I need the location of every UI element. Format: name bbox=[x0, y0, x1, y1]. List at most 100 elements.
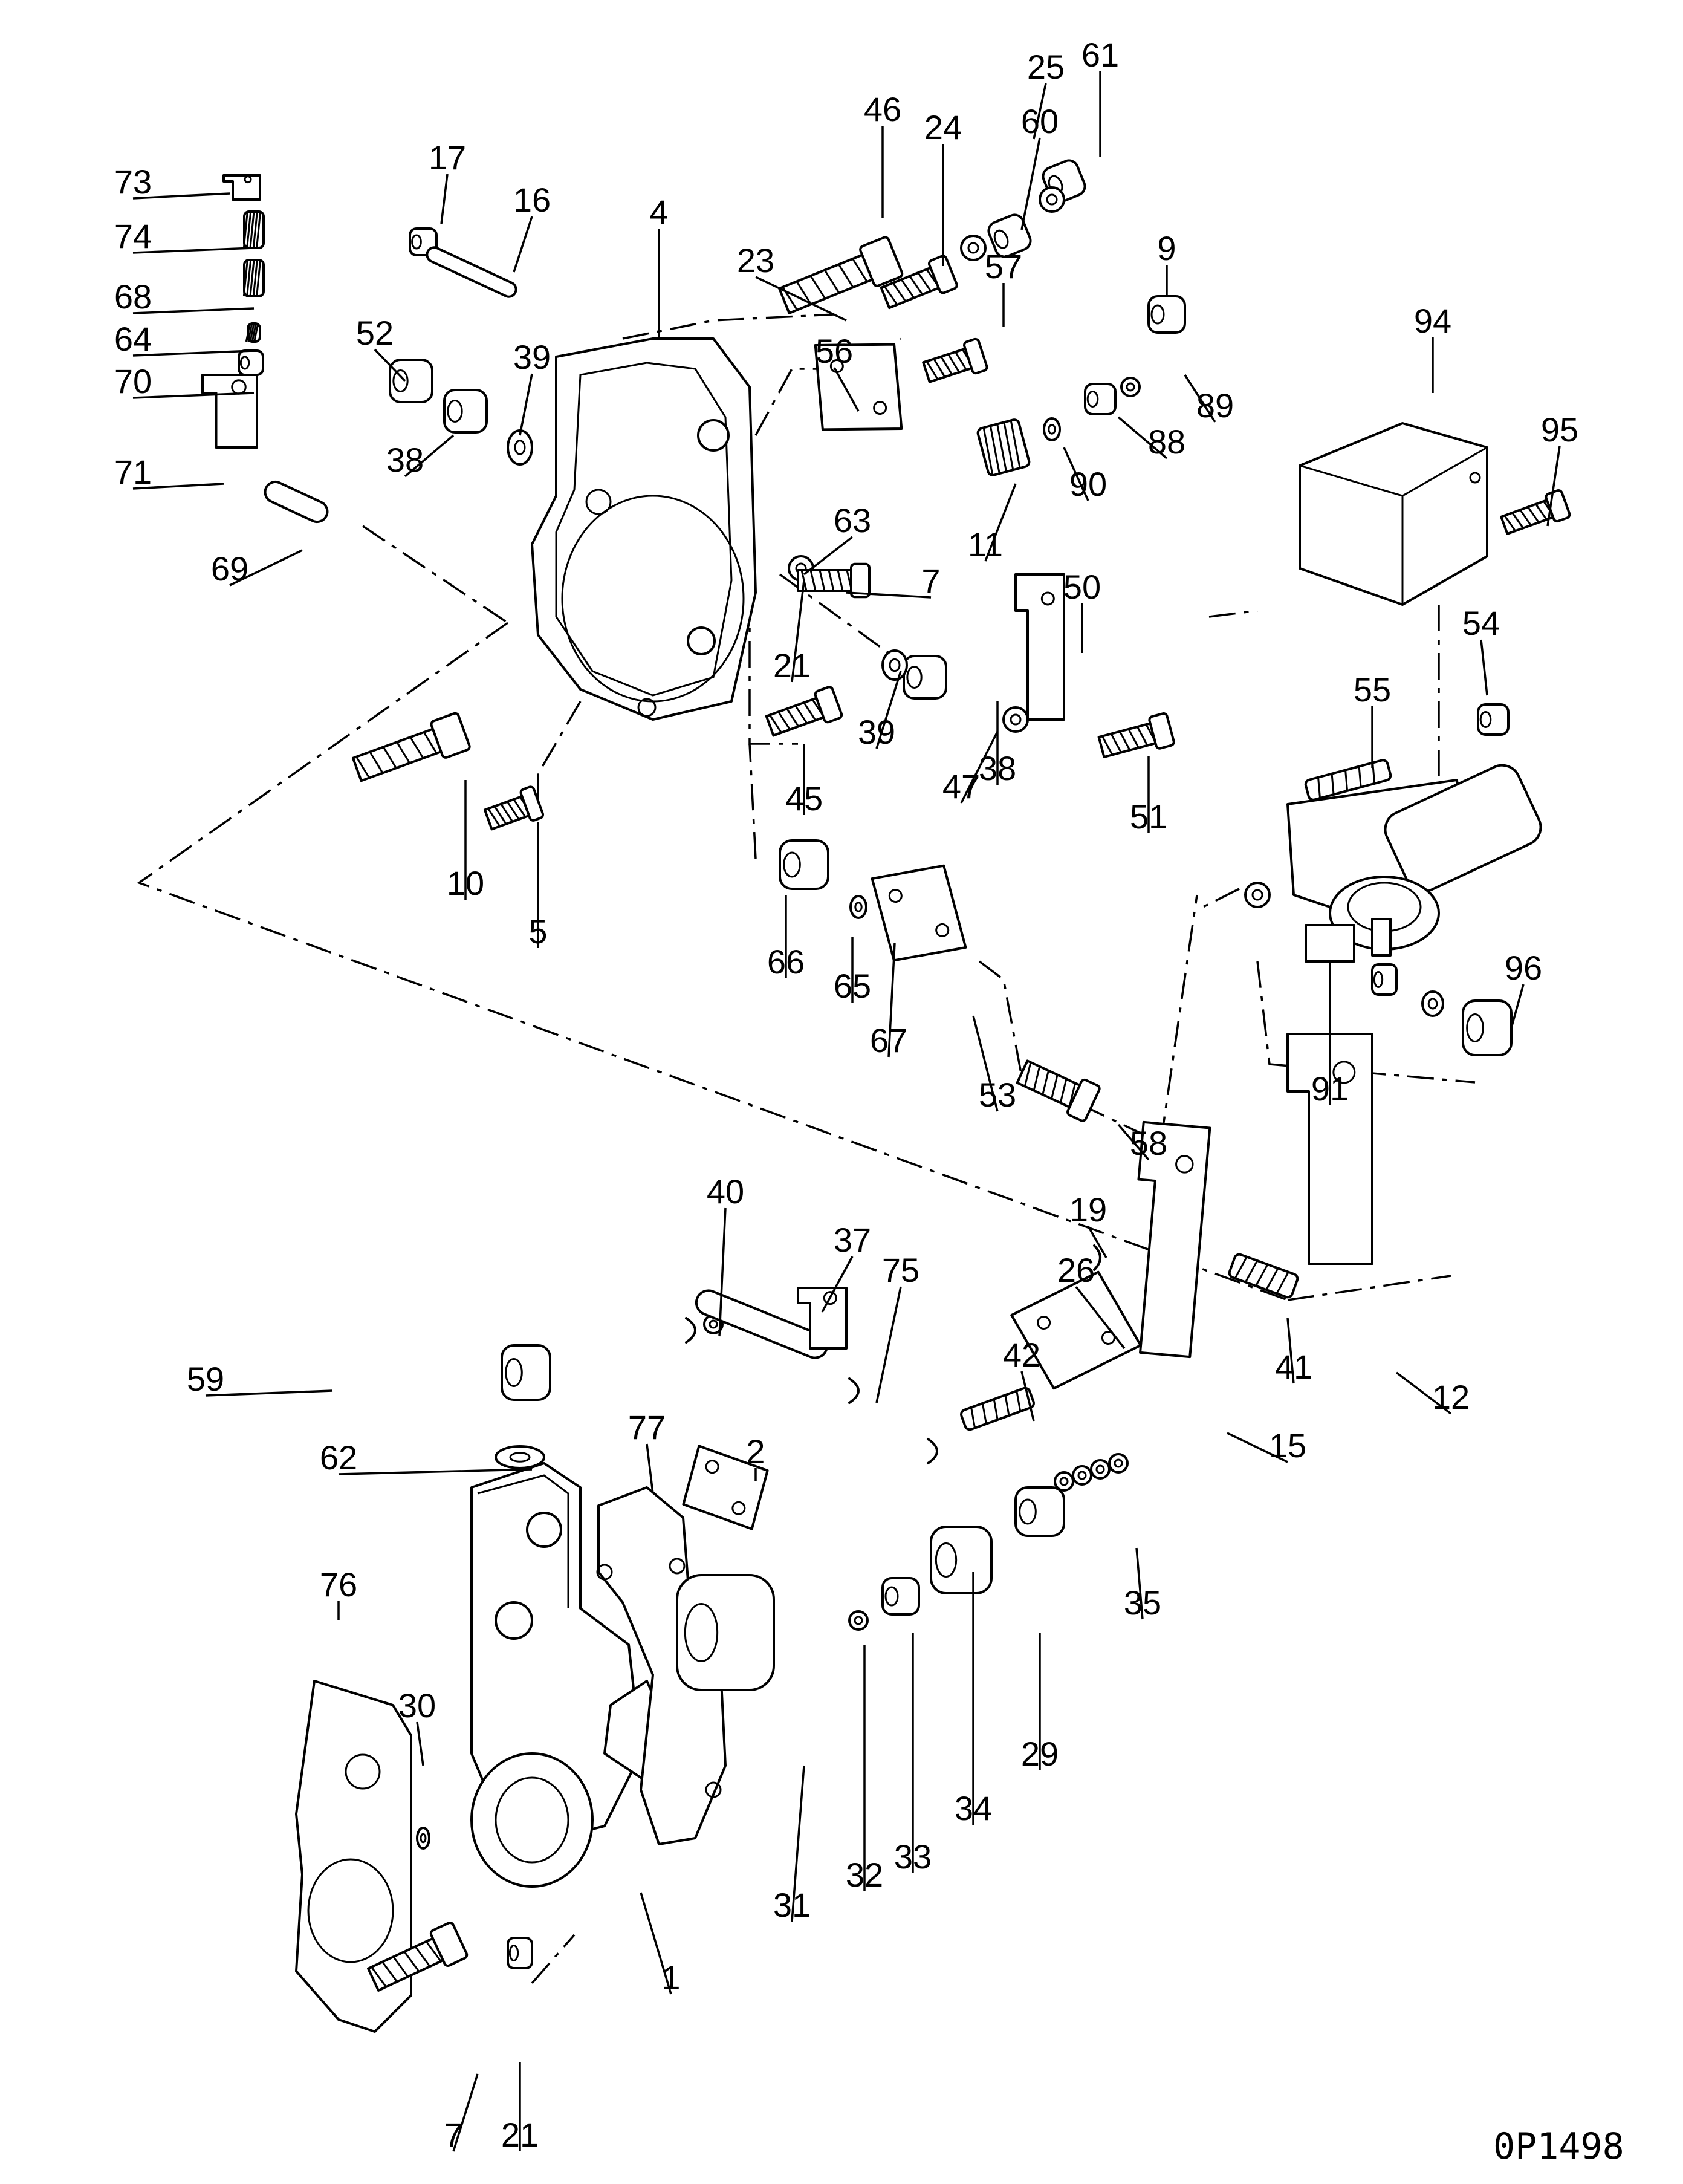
callout-label: 59 bbox=[187, 1360, 224, 1398]
leader-line bbox=[374, 348, 406, 382]
leader-line bbox=[513, 216, 533, 273]
cover-94 bbox=[1299, 422, 1488, 606]
callout-label: 21 bbox=[501, 2116, 539, 2154]
callout-label: 15 bbox=[1269, 1426, 1306, 1464]
part-washer bbox=[507, 429, 533, 466]
leader-line bbox=[833, 367, 860, 412]
part-bolt bbox=[880, 255, 958, 310]
callout-label: 30 bbox=[398, 1686, 436, 1724]
part-bracket bbox=[797, 1287, 848, 1350]
part-nut bbox=[903, 655, 947, 700]
callout-label: 70 bbox=[114, 362, 152, 400]
callout-label: 54 bbox=[1462, 604, 1500, 642]
actuator-motor-91 bbox=[1286, 764, 1542, 963]
drawing-code: 0P1498 bbox=[1493, 2125, 1624, 2168]
part-bracket bbox=[222, 174, 261, 201]
callout-label: 19 bbox=[1069, 1191, 1107, 1229]
callout-label: 24 bbox=[924, 108, 962, 146]
part-washer bbox=[1043, 417, 1061, 441]
callout-label: 2 bbox=[746, 1432, 765, 1471]
part-spring bbox=[242, 259, 265, 297]
callout-label: 10 bbox=[447, 864, 484, 902]
part-bracket bbox=[1286, 1033, 1373, 1265]
part-nut bbox=[987, 213, 1032, 258]
callout-label: 4 bbox=[649, 193, 668, 231]
callout-label: 45 bbox=[785, 779, 823, 817]
leader-line bbox=[132, 192, 230, 200]
parts-layer bbox=[201, 159, 1571, 1992]
callout-label: 41 bbox=[1275, 1348, 1312, 1386]
part-washer bbox=[849, 895, 867, 919]
part-washer bbox=[1120, 377, 1141, 397]
part-bolt bbox=[922, 337, 988, 383]
callout-label: 38 bbox=[386, 441, 424, 479]
callout-label: 60 bbox=[1021, 102, 1059, 140]
part-nut bbox=[238, 349, 264, 376]
part-spring bbox=[245, 322, 261, 343]
callout-label: 12 bbox=[1432, 1378, 1470, 1416]
callout-label: 56 bbox=[816, 332, 853, 370]
leader-line bbox=[132, 483, 224, 490]
part-spring bbox=[1228, 1253, 1299, 1299]
leader-line bbox=[1117, 416, 1168, 460]
leader-line bbox=[1395, 1371, 1452, 1415]
callout-label: 75 bbox=[882, 1251, 919, 1289]
callout-label: 67 bbox=[870, 1021, 907, 1059]
callout-label: 74 bbox=[114, 217, 152, 255]
leader-line bbox=[1020, 1371, 1035, 1422]
leader-line bbox=[791, 580, 805, 683]
callout-label: 40 bbox=[707, 1172, 744, 1211]
part-washer bbox=[1039, 186, 1065, 213]
callout-label: 76 bbox=[320, 1565, 357, 1604]
callout-label: 69 bbox=[211, 550, 248, 588]
part-washer bbox=[495, 1445, 545, 1469]
callout-label: 11 bbox=[968, 525, 1003, 564]
callout-label: 16 bbox=[513, 181, 551, 219]
callout-label: 53 bbox=[979, 1076, 1016, 1114]
leader-line bbox=[416, 1721, 424, 1766]
leader-line bbox=[519, 373, 533, 436]
part-nut bbox=[507, 1937, 533, 1969]
callout-label: 58 bbox=[1130, 1124, 1167, 1162]
leader-line bbox=[440, 174, 449, 224]
callout-label: 89 bbox=[1196, 386, 1234, 424]
part-washer bbox=[1072, 1465, 1092, 1486]
leader-line bbox=[846, 591, 932, 599]
part-nut bbox=[443, 389, 488, 434]
leader-line bbox=[1546, 446, 1561, 527]
leader-line bbox=[1117, 1123, 1150, 1161]
leader-line bbox=[1286, 1318, 1295, 1384]
leader-line bbox=[984, 483, 1017, 562]
callout-label: 33 bbox=[894, 1838, 932, 1876]
leader-line bbox=[1510, 984, 1525, 1029]
part-clip bbox=[1093, 1244, 1101, 1271]
leader-line bbox=[132, 349, 255, 357]
callout-label: 29 bbox=[1021, 1735, 1059, 1773]
callout-label: 35 bbox=[1124, 1584, 1161, 1622]
callout-label: 50 bbox=[1063, 568, 1101, 606]
callout-label: 57 bbox=[985, 247, 1022, 285]
governor-housing-upper bbox=[531, 337, 757, 721]
part-washer bbox=[1054, 1471, 1074, 1492]
part-washer bbox=[960, 235, 987, 261]
callout-label: 65 bbox=[834, 967, 871, 1005]
part-nut bbox=[881, 1577, 920, 1616]
callout-label: 71 bbox=[114, 453, 152, 491]
leader-line bbox=[1135, 1547, 1144, 1620]
part-bolt bbox=[1097, 712, 1175, 758]
part-washer bbox=[1002, 706, 1029, 733]
part-pin bbox=[695, 1289, 829, 1359]
leader-line bbox=[960, 731, 999, 804]
part-bracket bbox=[201, 374, 258, 449]
leader-line bbox=[205, 1389, 333, 1397]
part-washer bbox=[1421, 990, 1444, 1017]
part-washer bbox=[881, 649, 908, 681]
part-nut bbox=[389, 359, 433, 403]
callout-label: 7 bbox=[921, 562, 940, 600]
part-clip bbox=[927, 1438, 938, 1464]
part-nut bbox=[1462, 999, 1513, 1056]
leader-line bbox=[132, 307, 255, 314]
callout-label: 73 bbox=[114, 163, 152, 201]
callout-label: 39 bbox=[513, 338, 551, 376]
part-washer bbox=[1108, 1453, 1129, 1474]
